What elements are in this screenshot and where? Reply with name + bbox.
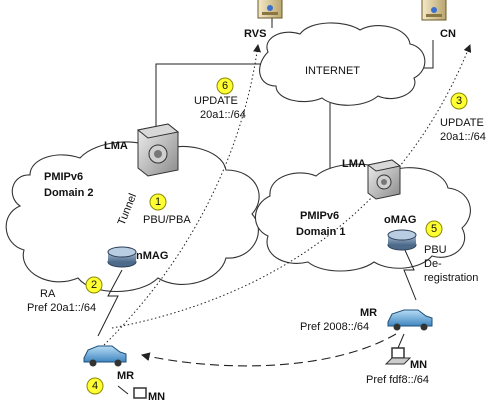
domain1-cloud (254, 163, 471, 272)
step-5-line1: PBU (424, 244, 447, 256)
mn-right-laptop-icon (384, 347, 412, 365)
lma-domain2-label: LMA (104, 140, 128, 152)
domain2-line2: Domain 2 (44, 187, 94, 199)
rvs-server-icon (257, 0, 283, 19)
step-2-badge (85, 276, 103, 294)
step-5-number: 5 (431, 223, 437, 235)
step-4-number: 4 (92, 380, 98, 392)
mr-right-prefix: Pref 2008::/64 (300, 321, 369, 333)
lma-domain1-icon (366, 159, 402, 200)
nmag-label: nMAG (136, 250, 168, 262)
step-3-line1: UPDATE (440, 117, 484, 129)
step-1-line1: PBU/PBA (143, 214, 191, 226)
step-3-number: 3 (456, 95, 462, 107)
step-2-line2: Pref 20a1::/64 (27, 302, 96, 314)
step-2-line1: RA (40, 288, 56, 300)
mn-right-link (397, 333, 405, 349)
mn-right-prefix: Pref fdf8::/64 (366, 374, 429, 386)
update-arrow-rvs (103, 44, 262, 346)
mn-left-laptop-icon (117, 385, 147, 399)
cn-label: CN (440, 28, 456, 40)
step-4-badge (86, 377, 104, 395)
omag-router-icon (387, 229, 417, 251)
wireless-right (403, 247, 417, 301)
internet-cloud (259, 22, 426, 106)
mr-left-label: MR (117, 370, 134, 382)
lma2-internet-link (155, 63, 270, 130)
step-6-number: 6 (222, 80, 228, 92)
step-6-badge (216, 77, 234, 95)
lma-domain1-label: LMA (342, 158, 366, 170)
domain2-cloud (5, 141, 260, 293)
lma-domain2-icon (136, 123, 180, 177)
step-3-line2: 20a1::/64 (440, 131, 486, 143)
domain1-line2: Domain 1 (296, 226, 346, 238)
nmag-router-icon (107, 246, 137, 268)
step-1-badge (149, 193, 167, 211)
movement-arrow (140, 333, 397, 367)
step-5-line3: registration (424, 272, 478, 284)
domain2-line1: PMIPv6 (44, 171, 83, 183)
step-2-number: 2 (91, 279, 97, 291)
omag-label: oMAG (384, 214, 416, 226)
mr-right-label: MR (360, 307, 377, 319)
mn-left-label: MN (148, 391, 165, 400)
internet-label: INTERNET (305, 65, 360, 77)
mr-right-car-icon (387, 309, 433, 331)
step-5-line2: De- (424, 258, 442, 270)
mn-right-label: MN (410, 359, 427, 371)
rvs-label: RVS (244, 28, 266, 40)
mr-left-car-icon (83, 345, 127, 367)
step-5-badge (425, 220, 443, 238)
step-1-number: 1 (155, 196, 161, 208)
step-3-badge (450, 92, 468, 110)
step-6-line1: UPDATE (194, 95, 238, 107)
domain1-line1: PMIPv6 (300, 210, 339, 222)
step-6-line2: 20a1::/64 (200, 109, 246, 121)
wireless-left (97, 269, 123, 337)
cn-server-icon (421, 0, 447, 21)
